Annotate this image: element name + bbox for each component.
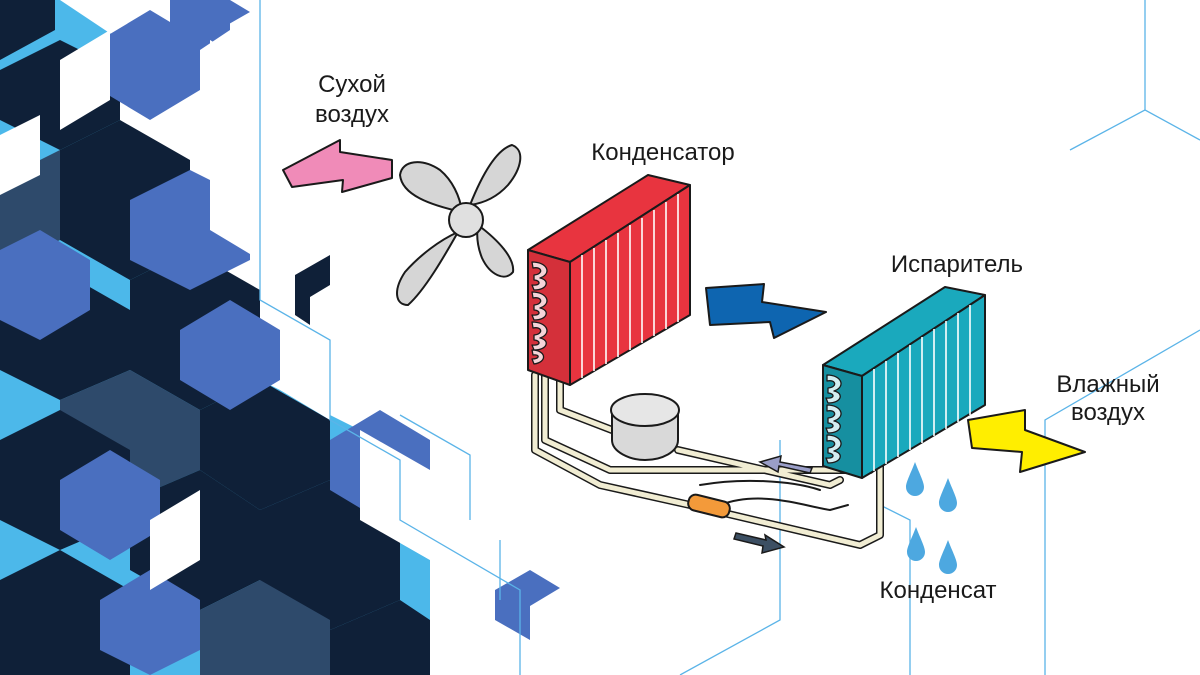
geometric-background-pattern [0, 0, 560, 675]
dry-air-label-line2: воздух [315, 101, 389, 128]
dry-air-arrow [282, 139, 393, 193]
water-drop-icon [906, 462, 924, 496]
water-drop-icon [939, 540, 957, 574]
flow-arrow-lower [733, 532, 786, 555]
water-drop-icon [939, 478, 957, 512]
humid-air-label-line1: Влажный [1056, 371, 1159, 398]
fan-icon [396, 143, 522, 307]
evaporator-unit [822, 286, 986, 479]
evaporator-label: Испаритель [891, 251, 1023, 278]
condensate-drops [906, 462, 957, 574]
condenser-label: Конденсатор [591, 139, 734, 166]
refrigerant-piping [531, 336, 884, 549]
water-drop-icon [907, 527, 925, 561]
airflow-arrow-blue [705, 283, 827, 339]
condensate-label: Конденсат [880, 577, 997, 604]
humid-air-arrow [967, 409, 1086, 473]
dry-air-label-line1: Сухой [318, 71, 386, 98]
expansion-valve [687, 493, 731, 519]
condenser-unit [527, 174, 691, 386]
flow-arrow-upper [758, 454, 814, 474]
background-outline-lines [259, 0, 1200, 675]
compressor [610, 393, 680, 462]
humid-air-label-line2: воздух [1071, 399, 1145, 426]
